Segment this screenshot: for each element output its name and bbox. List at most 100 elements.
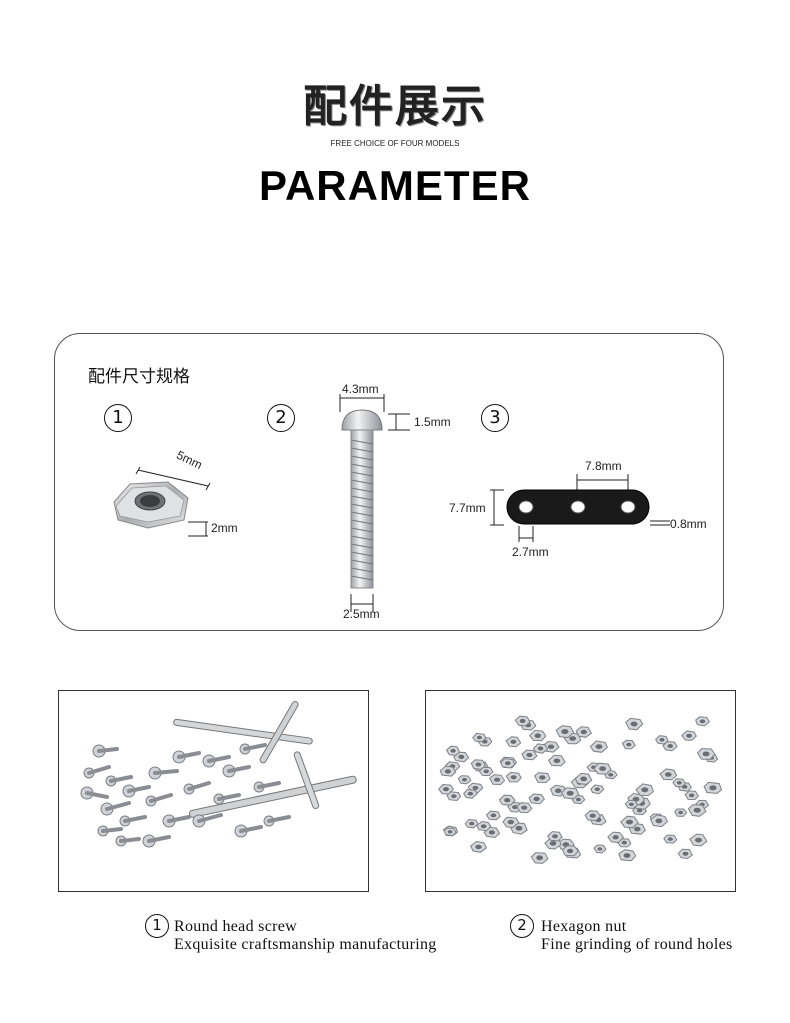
nut-hole bbox=[469, 821, 475, 826]
round-head-screw-drawing bbox=[339, 394, 410, 612]
nut-hole bbox=[599, 766, 606, 771]
nut-hole bbox=[693, 807, 701, 813]
nut-hole bbox=[569, 736, 577, 741]
nut-hole bbox=[490, 813, 497, 818]
nut-hole bbox=[566, 848, 574, 854]
nut-hole bbox=[667, 837, 673, 841]
caption-2-title: Hexagon nut bbox=[541, 918, 627, 935]
screws-photo bbox=[58, 690, 369, 892]
nut-hole bbox=[686, 733, 692, 738]
nut-hole bbox=[608, 773, 614, 777]
nut-hole bbox=[580, 776, 588, 782]
nut-hole bbox=[504, 761, 511, 766]
nut-hole bbox=[594, 787, 600, 791]
spec-panel bbox=[54, 333, 724, 631]
nut-hole bbox=[537, 746, 544, 751]
nut-hole bbox=[667, 744, 673, 748]
nut-hole bbox=[589, 813, 596, 818]
nut-hole bbox=[641, 787, 649, 793]
nut-hole bbox=[507, 819, 514, 825]
nut-hole bbox=[552, 834, 558, 839]
nut-hole bbox=[665, 772, 672, 777]
nut-hole bbox=[659, 738, 665, 742]
nuts-illustration bbox=[438, 715, 723, 864]
nut-hole bbox=[526, 752, 533, 758]
nut-hole bbox=[467, 791, 474, 796]
nut-hole bbox=[580, 729, 587, 735]
nut-hole bbox=[450, 748, 456, 753]
nut-hole bbox=[521, 805, 528, 810]
nut-hole bbox=[512, 805, 518, 810]
nut-hole bbox=[547, 744, 555, 749]
nut-hole bbox=[699, 719, 706, 724]
caption-number-2: 2 bbox=[510, 914, 534, 938]
nut-hole bbox=[475, 844, 482, 850]
nut-hole bbox=[533, 796, 540, 802]
nut-hole bbox=[480, 824, 487, 829]
nut-hole bbox=[702, 751, 710, 757]
screw-head-height-label: 1.5mm bbox=[414, 415, 451, 429]
nut-hole bbox=[634, 826, 641, 832]
nut-hole bbox=[515, 825, 523, 831]
screw-head-width-label: 4.3mm bbox=[342, 382, 379, 396]
chinese-title: 配件展示 bbox=[303, 81, 487, 132]
nut-hole bbox=[510, 739, 517, 744]
nut-hole bbox=[561, 729, 569, 735]
strip-hole-diameter-label: 2.7mm bbox=[512, 545, 549, 559]
nut-hole bbox=[612, 835, 619, 840]
nut-hole bbox=[595, 744, 603, 749]
caption-1-description: Exquisite craftsmanship manufacturing bbox=[174, 936, 437, 953]
nut-hole bbox=[504, 798, 511, 803]
nut-hole bbox=[695, 837, 702, 843]
strip-hole-spacing-label: 7.8mm bbox=[585, 459, 622, 473]
nut-thickness-label: 2mm bbox=[211, 521, 238, 535]
nut-hole bbox=[678, 810, 683, 815]
nut-hole bbox=[549, 841, 557, 846]
subtitle: FREE CHOICE OF FOUR MODELS bbox=[330, 139, 460, 148]
nut-hole bbox=[472, 785, 479, 790]
nut-hole bbox=[623, 853, 631, 858]
nut-hole bbox=[682, 851, 689, 856]
nut-hole bbox=[655, 818, 663, 824]
item-number-3: 3 bbox=[481, 404, 509, 432]
nut-hole bbox=[458, 754, 465, 759]
nut-hole bbox=[475, 762, 482, 767]
nut-hole bbox=[536, 855, 543, 861]
nut-hole bbox=[689, 793, 695, 798]
caption-number-1: 1 bbox=[145, 914, 169, 938]
parameter-title: PARAMETER bbox=[259, 162, 531, 209]
nut-hole bbox=[462, 777, 467, 782]
nut-hole bbox=[555, 788, 562, 793]
nut-hole bbox=[628, 802, 634, 806]
nut-hole bbox=[626, 742, 632, 747]
nut-hole bbox=[510, 775, 517, 780]
nut-hole bbox=[539, 775, 546, 780]
nut-hole bbox=[534, 733, 541, 738]
nut-hole bbox=[494, 777, 501, 782]
screw-diameter-label: 2.5mm bbox=[343, 607, 380, 621]
nut-hole bbox=[483, 769, 489, 774]
nuts-photo bbox=[425, 690, 736, 892]
nut-hole bbox=[597, 847, 603, 851]
nut-hole bbox=[575, 797, 581, 802]
hex-nut-drawing bbox=[113, 466, 211, 537]
nut-hole bbox=[636, 808, 643, 813]
nut-hole bbox=[476, 735, 482, 740]
nut-hole bbox=[566, 790, 574, 796]
nut-hole bbox=[451, 794, 457, 799]
nut-hole bbox=[630, 721, 638, 727]
nut-hole bbox=[676, 781, 682, 785]
nut-hole bbox=[444, 769, 451, 774]
item-number-2: 2 bbox=[267, 404, 295, 432]
screws-illustration bbox=[80, 700, 357, 848]
item-number-1: 1 bbox=[104, 404, 132, 432]
nut-hole bbox=[709, 785, 717, 791]
strip-width-label: 7.7mm bbox=[449, 501, 486, 515]
nut-hole bbox=[553, 758, 561, 764]
nut-hole bbox=[488, 830, 495, 835]
nut-hole bbox=[621, 840, 627, 845]
connector-strip-drawing bbox=[490, 474, 670, 542]
strip-thickness-label: 0.8mm bbox=[670, 517, 707, 531]
nut-hole bbox=[447, 830, 453, 834]
nut-hole bbox=[519, 718, 526, 724]
